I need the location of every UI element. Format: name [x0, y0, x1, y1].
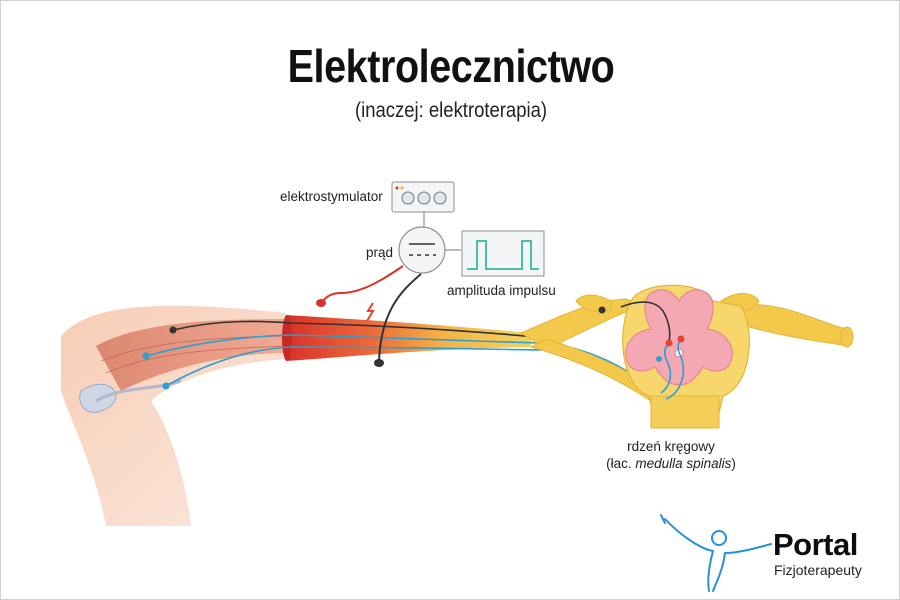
latin-name: medulla spinalis	[635, 456, 732, 471]
current-label: prąd	[366, 245, 394, 260]
stimulator-device	[391, 181, 455, 227]
page-title: Elektrolecznictwo	[287, 40, 615, 92]
stimulator-label: elektrostymulator	[280, 189, 383, 204]
spinal-cord	[622, 284, 750, 429]
logo-name: Portal	[773, 527, 858, 562]
cord-fibers	[598, 301, 685, 400]
latin-suffix: )	[731, 456, 736, 471]
logo-tagline: Fizjoterapeuty	[774, 562, 862, 578]
spinal-cord-latin-line: (łac. medulla spinalis)	[601, 455, 741, 472]
limb	[61, 305, 291, 526]
spinal-cord-name: rdzeń kręgowy	[627, 439, 715, 454]
current-symbol	[398, 226, 461, 274]
page-subtitle: (inaczej: elektroterapia)	[354, 99, 548, 122]
spinal-nerve	[519, 293, 854, 402]
electrode-leads	[316, 265, 422, 367]
logo-figure-icon	[660, 514, 772, 592]
latin-prefix: (łac.	[606, 456, 636, 471]
spinal-cord-label: rdzeń kręgowy (łac. medulla spinalis)	[601, 438, 741, 472]
amplitude-label: amplituda impulsu	[447, 283, 556, 298]
amplitude-graph	[461, 230, 545, 277]
